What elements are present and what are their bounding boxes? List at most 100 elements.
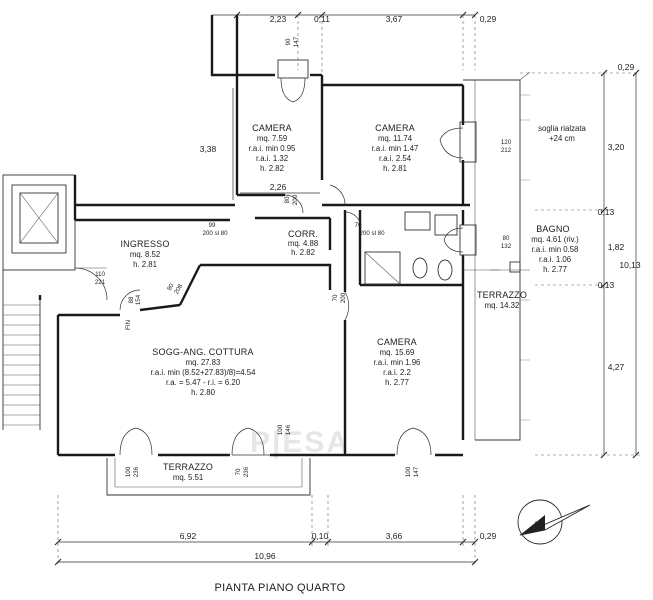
room-terrazzo-bottom-line-1: mq. 5.51 xyxy=(173,473,203,482)
room-soggiorno-line-3: r.a. = 5.47 - r.i. = 6.20 xyxy=(166,378,241,387)
dim-top-4: 0,29 xyxy=(480,14,497,24)
opening-o7-a: 110 xyxy=(95,271,105,278)
top-dimension-line: 2,23 0,11 3,67 0,29 xyxy=(212,11,497,75)
room-bagno-name: BAGNO xyxy=(536,224,570,234)
opening-o14-b: 147 xyxy=(413,466,420,477)
room-corr-line-1: mq. 4.88 xyxy=(288,239,318,248)
dim-bottom-4: 0,29 xyxy=(480,531,497,541)
room-camera-3-line-2: r.a.i. min 1.96 xyxy=(374,358,421,367)
room-camera-2-line-4: h. 2.81 xyxy=(383,164,407,173)
opening-o6-b: 200 sl 80 xyxy=(359,230,385,237)
dim-right-5: 0,13 xyxy=(598,280,615,290)
dim-right-total: 10,13 xyxy=(619,260,641,270)
opening-o5-b: 200 xyxy=(292,194,299,205)
room-camera-1: CAMERA mq. 7.59 r.a.i. min 0.95 r.a.i. 1… xyxy=(249,123,296,173)
opening-o11-b: 236 xyxy=(133,466,140,477)
room-camera-1-line-4: h. 2.82 xyxy=(260,164,284,173)
soglia-height: +24 cm xyxy=(549,134,575,143)
right-dimension-line: 0,29 3,20 0,13 1,82 0,13 4,27 10,13 xyxy=(520,62,641,459)
room-soggiorno: SOGG-ANG. COTTURA mq. 27.83 r.a.i. min (… xyxy=(151,347,257,397)
room-bagno-line-4: h. 2.77 xyxy=(543,265,567,274)
opening-o3-b: 132 xyxy=(501,243,512,250)
room-terrazzo-right-name: TERRAZZO xyxy=(477,290,527,300)
room-ingresso-line-1: mq. 8.52 xyxy=(130,250,160,259)
room-camera-3-line-3: r.a.i. 2.2 xyxy=(383,368,411,377)
room-camera-1-line-3: r.a.i. 1.32 xyxy=(256,154,288,163)
openings xyxy=(74,59,477,456)
room-camera-2-line-2: r.a.i. min 1.47 xyxy=(372,144,419,153)
dim-interior-338: 3,38 xyxy=(200,144,217,154)
soglia-note: soglia rialzata +24 cm xyxy=(538,124,586,143)
room-bagno-line-2: r.a.i. min 0.58 xyxy=(532,245,579,254)
plan-title: PIANTA PIANO QUARTO xyxy=(214,582,345,594)
bath-fixtures xyxy=(364,211,458,285)
room-soggiorno-line-1: mq. 27.83 xyxy=(186,358,221,367)
opening-o10-b: 200 xyxy=(340,292,347,303)
room-camera-3: CAMERA mq. 15.69 r.a.i. min 1.96 r.a.i. … xyxy=(374,337,421,387)
soglia-label: soglia rialzata xyxy=(538,124,586,133)
stairwell xyxy=(2,174,76,430)
room-soggiorno-line-2: r.a.i. min (8.52+27.83)/8)=4.54 xyxy=(151,368,257,377)
opening-o4-a: 99 xyxy=(209,222,216,229)
opening-o12-a: 70 xyxy=(235,468,242,475)
opening-o3-a: 80 xyxy=(503,235,510,242)
opening-o13-a: 100 xyxy=(277,424,284,435)
opening-o14-a: 100 xyxy=(405,466,412,477)
dim-bottom-1: 6,92 xyxy=(180,531,197,541)
room-soggiorno-name: SOGG-ANG. COTTURA xyxy=(152,347,253,357)
opening-o7-b: 221 xyxy=(95,279,106,286)
dim-right-1: 0,29 xyxy=(618,62,635,72)
room-soggiorno-line-4: h. 2.80 xyxy=(191,388,216,397)
room-terrazzo-right-line-1: mq. 14.32 xyxy=(485,301,520,310)
dim-top-2: 0,11 xyxy=(314,14,330,24)
opening-o10-a: 70 xyxy=(332,294,339,301)
dim-right-2: 3,20 xyxy=(608,142,625,152)
room-ingresso-line-2: h. 2.81 xyxy=(133,260,157,269)
room-corridoio: CORR. mq. 4.88 h. 2.82 xyxy=(288,229,318,257)
opening-o9-b: 208 xyxy=(173,283,185,296)
dim-top-1: 2,23 xyxy=(270,14,287,24)
opening-o1-a: 90 xyxy=(285,38,292,45)
dim-bottom-total: 10,96 xyxy=(254,551,276,561)
room-terrazzo-bottom-name: TERRAZZO xyxy=(163,462,213,472)
dim-top-3: 3,67 xyxy=(386,14,403,24)
watermark: P|ESA xyxy=(250,426,350,459)
opening-o4-b: 200 sl 80 xyxy=(202,230,228,237)
room-corr-name: CORR. xyxy=(288,229,318,239)
north-arrow-icon: N xyxy=(517,499,591,545)
bottom-dimension-line: 6,92 0,10 3,66 0,29 10,96 xyxy=(54,495,497,566)
opening-o8-a: 88 xyxy=(128,296,135,303)
opening-o1-b: 147 xyxy=(293,36,300,47)
fin-label: FIN xyxy=(125,320,132,330)
dim-right-3: 0,13 xyxy=(598,207,615,217)
room-terrazzo-bottom: TERRAZZO mq. 5.51 xyxy=(163,462,213,482)
room-camera-2-line-1: mq. 11.74 xyxy=(378,134,413,143)
room-camera-3-name: CAMERA xyxy=(377,337,417,347)
room-bagno-line-1: mq. 4.61 (riv.) xyxy=(531,235,579,244)
opening-o2-b: 212 xyxy=(501,147,512,154)
opening-codes: 90 147 120 212 80 132 99 200 sl 80 80 20… xyxy=(95,36,512,477)
room-corr-line-2: h. 2.82 xyxy=(291,248,315,257)
opening-o2-a: 120 xyxy=(501,139,512,146)
room-camera-3-line-1: mq. 15.69 xyxy=(380,348,415,357)
room-camera-2: CAMERA mq. 11.74 r.a.i. min 1.47 r.a.i. … xyxy=(372,123,419,173)
terrace-bottom xyxy=(106,458,311,496)
room-camera-2-line-3: r.a.i. 2.54 xyxy=(379,154,412,163)
room-camera-2-name: CAMERA xyxy=(375,123,415,133)
room-camera-1-line-1: mq. 7.59 xyxy=(257,134,287,143)
room-terrazzo-right: TERRAZZO mq. 14.32 xyxy=(477,290,527,310)
room-ingresso-name: INGRESSO xyxy=(120,239,169,249)
room-ingresso: INGRESSO mq. 8.52 h. 2.81 xyxy=(120,239,169,269)
opening-o9-a: 80 xyxy=(166,282,176,292)
terrace-right xyxy=(463,71,531,441)
dim-interior-226: 2,26 xyxy=(270,182,287,192)
dim-right-6: 4,27 xyxy=(608,362,625,372)
room-camera-1-line-2: r.a.i. min 0.95 xyxy=(249,144,296,153)
opening-o5-a: 80 xyxy=(284,196,291,203)
opening-o6-a: 70 xyxy=(355,222,362,229)
walls xyxy=(38,15,470,457)
room-camera-3-line-4: h. 2.77 xyxy=(385,378,409,387)
opening-o13-b: 146 xyxy=(285,424,292,435)
room-bagno-line-3: r.a.i. 1.06 xyxy=(539,255,571,264)
opening-o11-a: 100 xyxy=(125,466,132,477)
